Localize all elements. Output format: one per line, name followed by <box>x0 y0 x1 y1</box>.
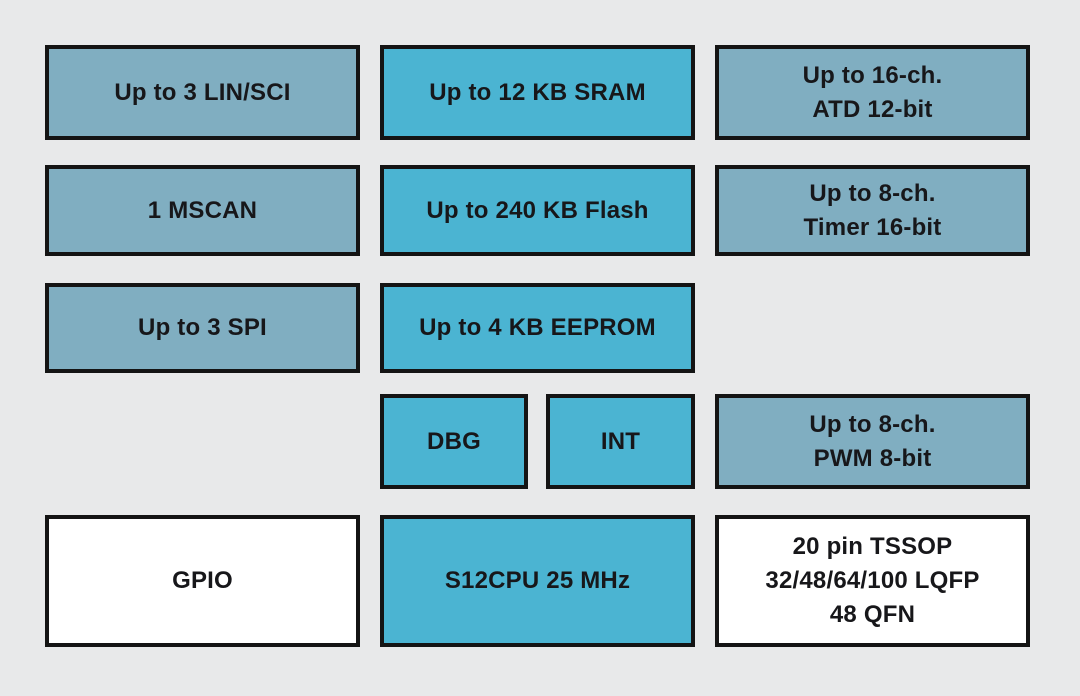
block-mscan: 1 MSCAN <box>45 165 360 256</box>
block-package-line2: 32/48/64/100 LQFP <box>765 567 980 594</box>
block-gpio: GPIO <box>45 515 360 647</box>
block-int-label: INT <box>600 427 641 455</box>
block-cpu-label: S12CPU 25 MHz <box>444 567 631 594</box>
block-timer: Up to 8-ch. Timer 16-bit <box>715 165 1030 256</box>
block-sram-label: Up to 12 KB SRAM <box>429 78 646 106</box>
block-mscan-label: 1 MSCAN <box>147 196 258 224</box>
block-package: 20 pin TSSOP 32/48/64/100 LQFP 48 QFN <box>715 515 1030 647</box>
block-spi-label: Up to 3 SPI <box>138 314 267 341</box>
block-dbg: DBG <box>380 394 528 489</box>
block-atd-line2: ATD 12-bit <box>812 95 933 123</box>
block-cpu: S12CPU 25 MHz <box>380 515 695 647</box>
block-eeprom-label: Up to 4 KB EEPROM <box>419 314 656 341</box>
block-atd: Up to 16-ch. ATD 12-bit <box>715 45 1030 140</box>
block-timer-line2: Timer 16-bit <box>803 213 942 241</box>
block-pwm-line1: Up to 8-ch. <box>809 410 936 438</box>
block-sram: Up to 12 KB SRAM <box>380 45 695 140</box>
block-pwm-line2: PWM 8-bit <box>813 444 932 472</box>
block-timer-line1: Up to 8-ch. <box>809 179 936 207</box>
block-pwm: Up to 8-ch. PWM 8-bit <box>715 394 1030 489</box>
block-int: INT <box>546 394 695 489</box>
block-gpio-label: GPIO <box>172 567 233 594</box>
block-spi: Up to 3 SPI <box>45 283 360 373</box>
block-eeprom: Up to 4 KB EEPROM <box>380 283 695 373</box>
block-flash: Up to 240 KB Flash <box>380 165 695 256</box>
block-lin-sci: Up to 3 LIN/SCI <box>45 45 360 140</box>
block-lin-sci-label: Up to 3 LIN/SCI <box>114 78 291 106</box>
block-flash-label: Up to 240 KB Flash <box>426 196 649 224</box>
block-package-line3: 48 QFN <box>829 601 916 628</box>
block-atd-line1: Up to 16-ch. <box>802 61 943 89</box>
block-package-line1: 20 pin TSSOP <box>792 533 953 560</box>
block-dbg-label: DBG <box>427 427 481 455</box>
